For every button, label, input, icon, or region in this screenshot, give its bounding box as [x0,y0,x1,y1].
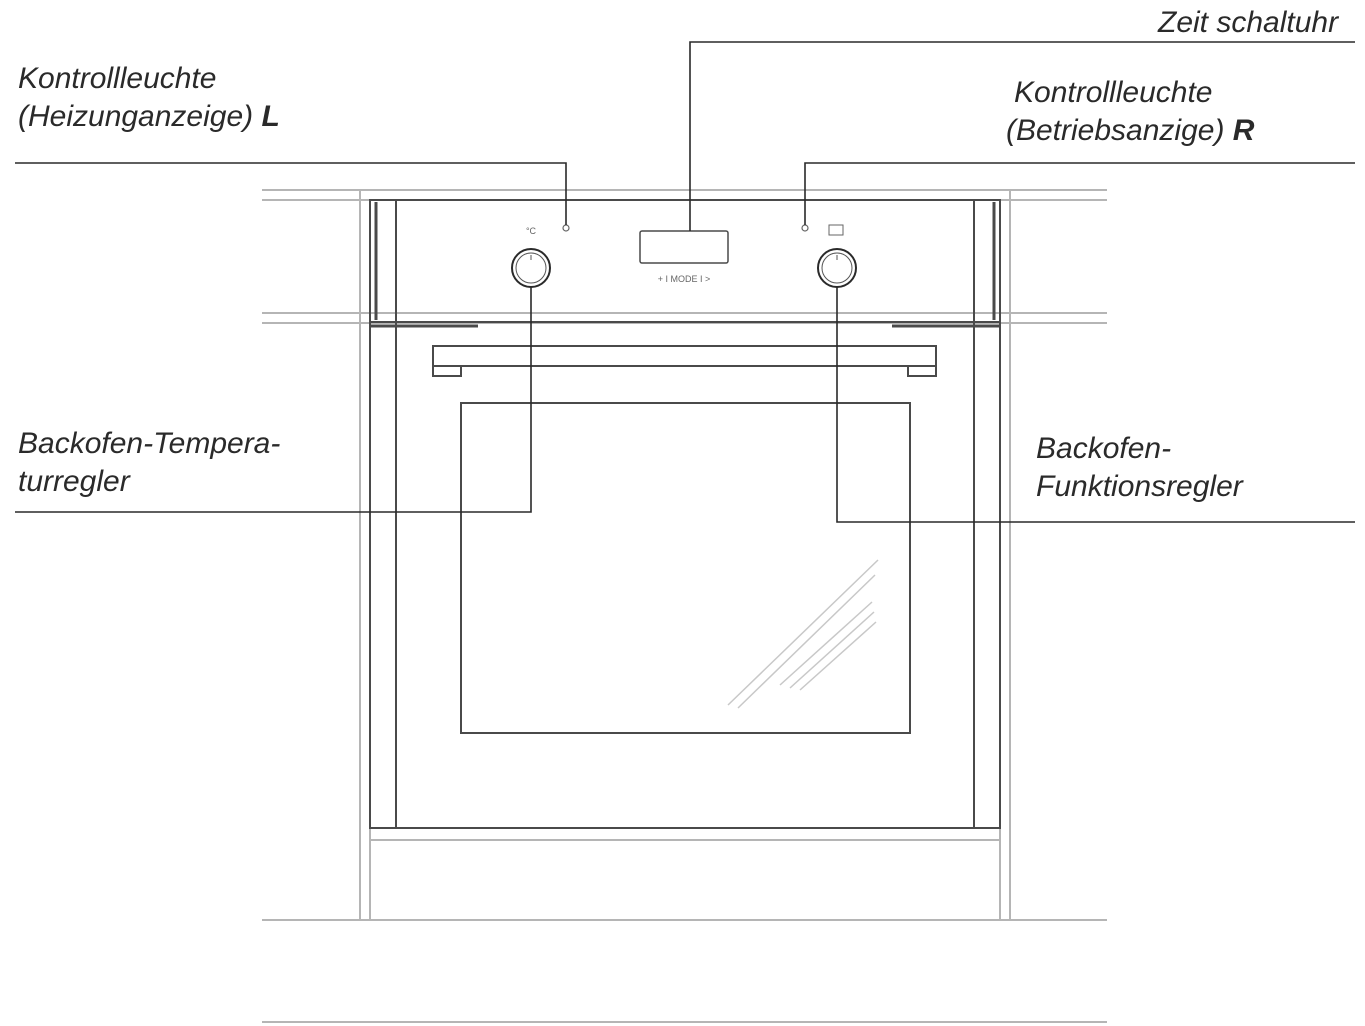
label-function-knob: Backofen- Funktionsregler [1036,430,1243,506]
indicator-light-right [801,224,809,232]
label-indicator-right: Kontrollleuchte (Betriebsanzige) R [1006,74,1254,150]
label-func-line2: Funktionsregler [1036,470,1243,503]
oven-function-icon [828,224,844,236]
timer-display [639,230,729,264]
label-indicator-right-line2: (Betriebsanzige) R [1006,114,1255,147]
leader-lines [15,41,1355,523]
oven-body [369,199,1001,829]
label-temp-line1: Backofen-Tempera- [18,427,281,460]
door-handle [432,345,937,377]
label-indicator-left: Kontrollleuchte (Heizunganzeige) L [18,60,280,136]
leader-func-knob [836,287,1355,523]
leader-indicator-right [804,162,1355,225]
leader-indicator-left [15,162,567,225]
door-window [460,402,911,734]
indicator-light-left [562,224,570,232]
leader-temp-knob [15,287,532,513]
label-temp-line2: turregler [18,465,130,498]
label-indicator-left-line2: (Heizunganzeige) L [18,100,280,133]
function-knob [817,224,857,288]
glass-reflection [727,559,879,709]
label-temperature-knob: Backofen-Tempera- turregler [18,425,280,501]
leader-timer [689,41,1355,231]
temperature-knob: °C [511,226,551,288]
cabinet [262,189,1107,1023]
celsius-icon: °C [526,226,537,236]
timer-buttons: + I MODE I > [658,274,711,284]
label-indicator-right-line1: Kontrollleuchte [1014,76,1213,109]
label-indicator-left-line1: Kontrollleuchte [18,62,217,95]
label-func-line1: Backofen- [1036,432,1172,465]
label-timer: Zeit schaltuhr [1158,6,1339,39]
